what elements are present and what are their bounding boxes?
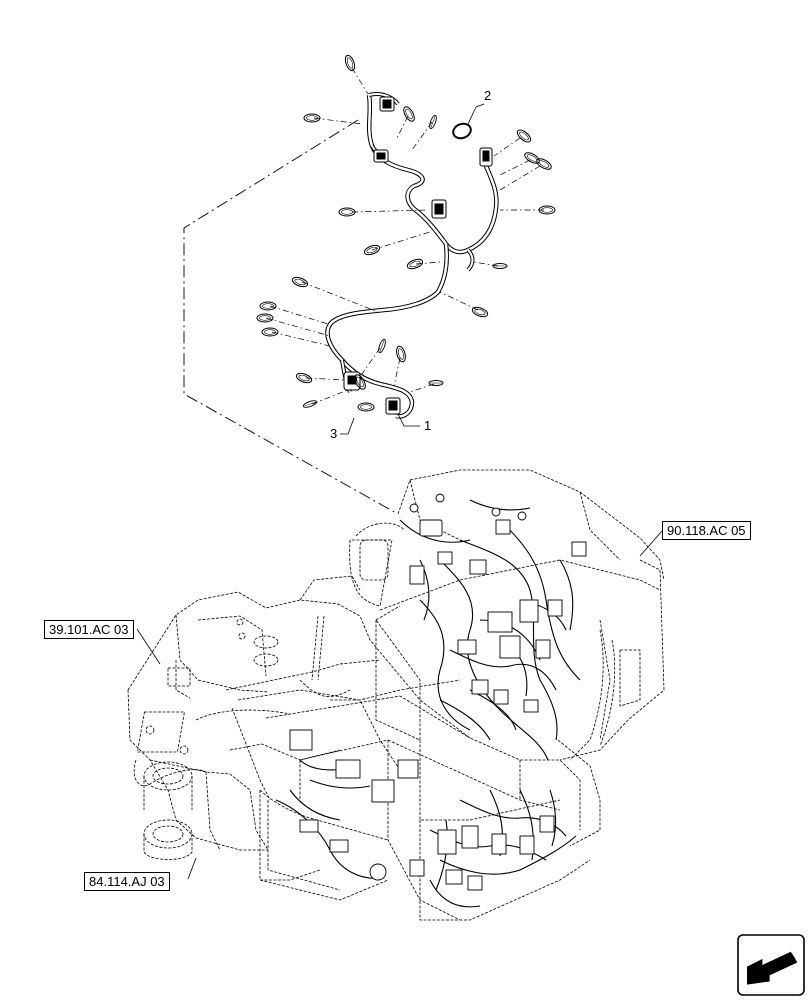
machine-components <box>289 493 587 891</box>
reference-84-114-aj-03[interactable]: 84.114.AJ 03 <box>84 872 170 891</box>
harness-connectors <box>343 96 493 415</box>
reference-90-118-ac-05[interactable]: 90.118.AC 05 <box>662 521 751 540</box>
part-leaders <box>265 67 544 405</box>
callout-leaders <box>340 413 420 435</box>
item-2-gasket <box>452 103 485 140</box>
callout-item-1: 1 <box>424 418 432 433</box>
callout-item-3: 3 <box>330 426 338 441</box>
seal-rings <box>256 53 556 412</box>
machine-wiring <box>275 499 581 908</box>
callout-item-2: 2 <box>484 88 492 103</box>
reference-leaders <box>136 530 663 880</box>
leader-line <box>183 119 399 515</box>
wire-harness <box>325 92 499 419</box>
reference-39-101-ac-03[interactable]: 39.101.AC 03 <box>44 620 134 639</box>
machine-chassis <box>127 575 521 860</box>
engine-compartment <box>259 469 665 921</box>
back-arrow-icon[interactable] <box>737 934 805 996</box>
